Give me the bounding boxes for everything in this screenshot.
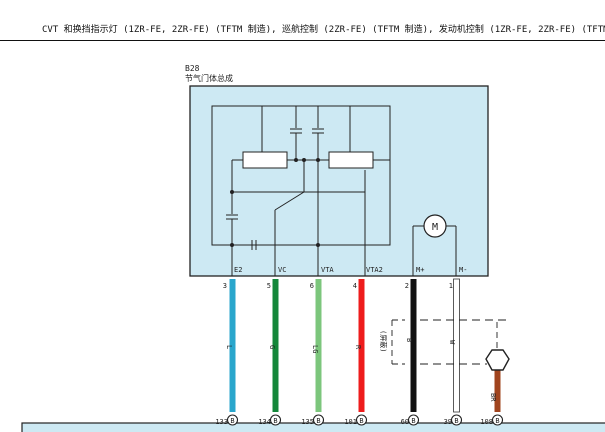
ecu-connector-badges [226,414,504,426]
terminal-label-vta2: VTA2 [366,266,383,274]
pin-number-vta: 6 [310,282,314,290]
wire-code-lg: LG [311,345,319,353]
ecu-connector-letter: B [411,417,415,425]
internal-circuit [211,105,457,276]
terminal-label-vta: VTA [321,266,334,274]
pin-number-vta2: 4 [353,282,357,290]
wire-code-w: W [448,340,456,345]
terminal-label-m-minus: M- [459,266,467,274]
ecu-pin-39: 39 [444,418,452,426]
wire-code-br: BR [489,393,497,402]
terminal-label-m-plus: M+ [416,266,424,274]
wire-b [410,279,417,412]
wire-harness [229,278,501,413]
wire-g [272,279,279,412]
ecu-connector-letter: B [316,417,320,425]
pin-number-e2: 3 [223,282,227,290]
ecu-connector-letter: B [359,417,363,425]
ecu-pin-60: 60 [401,418,409,426]
pin-number-m-minus: 1 [449,282,453,290]
component-name: 节气门体总成 [185,73,233,83]
wire-code-l: L [225,345,233,349]
throttle-body-box [189,85,489,277]
wire-lg [315,279,322,412]
ecu-connector-letter: B [273,417,277,425]
wire-l [229,279,236,412]
wire-code-g: G [268,345,276,349]
header-rule [0,40,605,41]
ecu-pin-108: 108 [480,418,493,426]
component-code: B28 [185,64,200,73]
ecu-pin-134: 134 [258,418,271,426]
ecu-pin-133: 133 [215,418,228,426]
wire-code-b: B [405,338,413,342]
pin-number-vc: 5 [267,282,271,290]
wire-r [358,279,365,412]
shield-lines [391,319,510,365]
ecu-connector-letter: B [495,417,499,425]
motor-icon [423,214,447,238]
ecu-connector-letter: B [454,417,458,425]
ecu-pin-135: 135 [301,418,314,426]
wire-w [453,278,460,413]
ecu-connector-letter: B [230,417,234,425]
terminal-label-vc: VC [278,266,286,274]
ecu-pin-101: 101 [344,418,357,426]
shield-ground-node-icon [485,349,510,371]
page-title: CVT 和换挡指示灯 (1ZR-FE, 2ZR-FE) (TFTM 制造), 巡… [42,25,605,35]
shield-label: (屏蔽) [379,330,388,352]
terminal-label-e2: E2 [234,266,242,274]
pin-number-m-plus: 2 [405,282,409,290]
motor-symbol: M [432,222,438,233]
wire-code-r: R [354,345,362,350]
circuit-nodes [230,158,320,247]
wire-br [494,370,501,412]
